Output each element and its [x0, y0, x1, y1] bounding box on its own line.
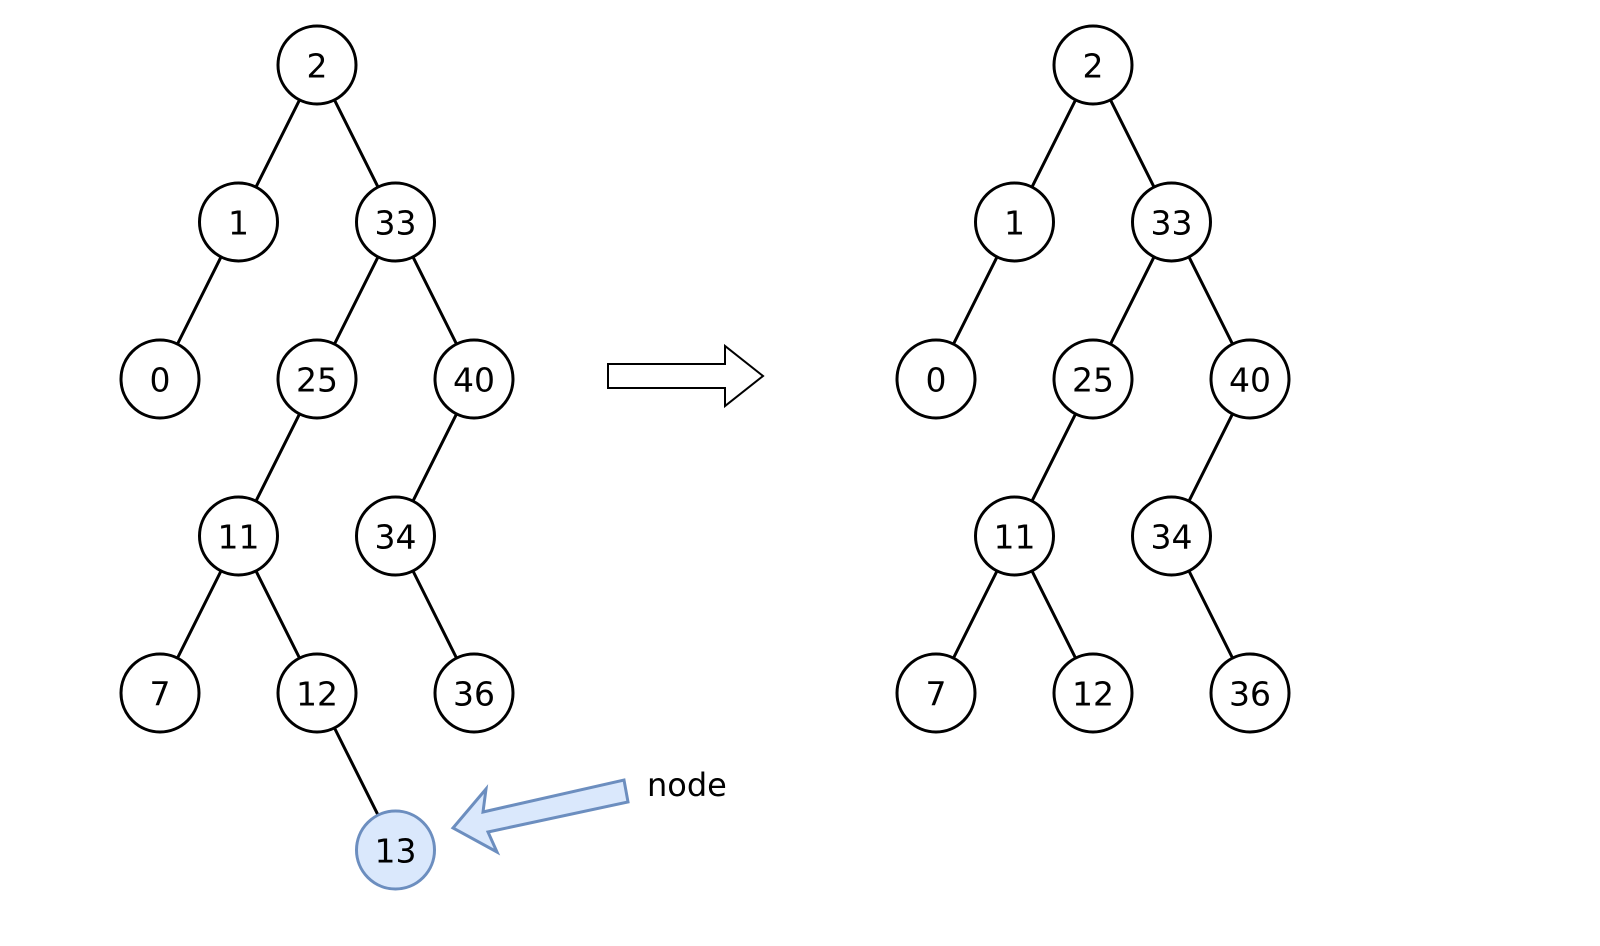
after-node-0: 0	[895, 338, 977, 420]
after-node-circle	[1052, 652, 1134, 734]
after-node-33: 33	[1131, 181, 1212, 263]
after-node-36: 36	[1209, 652, 1291, 734]
after-node-12: 12	[1052, 652, 1134, 734]
after-node-circle	[974, 495, 1055, 577]
transform-arrow	[607, 343, 765, 409]
before-node-36: 36	[433, 652, 515, 734]
before-node-label: 34	[375, 518, 417, 557]
after-node-circle	[974, 181, 1055, 263]
before-node-label: 33	[375, 204, 417, 243]
after-node-label: 11	[994, 518, 1036, 557]
before-node-circle	[355, 181, 436, 263]
before-node-label: 1	[228, 204, 249, 243]
before-node-circle	[355, 495, 436, 577]
after-node-circle	[1052, 24, 1134, 106]
after-node-label: 2	[1083, 47, 1104, 86]
before-node-25: 25	[276, 338, 358, 420]
before-node-circle	[276, 652, 358, 734]
after-node-2: 2	[1052, 24, 1134, 106]
after-node-1: 1	[974, 181, 1055, 263]
after-node-label: 33	[1151, 204, 1193, 243]
after-node-circle	[1131, 181, 1212, 263]
before-node-33: 33	[355, 181, 436, 263]
before-node-34: 34	[355, 495, 436, 577]
before-node-circle	[433, 652, 515, 734]
after-node-label: 40	[1229, 361, 1271, 400]
node-pointer-arrow	[450, 778, 630, 856]
before-node-label: 7	[150, 675, 171, 714]
before-node-circle	[355, 809, 436, 891]
after-node-circle	[895, 338, 977, 420]
after-node-34: 34	[1131, 495, 1212, 577]
before-node-13: 13	[355, 809, 436, 891]
after-node-label: 7	[926, 675, 947, 714]
after-node-circle	[1052, 338, 1134, 420]
before-node-1: 1	[198, 181, 279, 263]
before-node-2: 2	[276, 24, 358, 106]
before-node-label: 13	[375, 832, 417, 871]
before-node-40: 40	[433, 338, 515, 420]
before-node-11: 11	[198, 495, 279, 577]
before-node-circle	[276, 338, 358, 420]
after-node-label: 0	[926, 361, 947, 400]
after-node-circle	[895, 652, 977, 734]
after-node-circle	[1209, 338, 1291, 420]
node-annotation-label: node	[647, 766, 727, 804]
after-node-7: 7	[895, 652, 977, 734]
before-node-7: 7	[119, 652, 201, 734]
before-node-label: 12	[296, 675, 338, 714]
after-node-25: 25	[1052, 338, 1134, 420]
after-node-40: 40	[1209, 338, 1291, 420]
after-node-label: 1	[1004, 204, 1025, 243]
before-node-12: 12	[276, 652, 358, 734]
after-tree: 2 1 33 0 25 40 11 34 7 12 36	[895, 24, 1291, 734]
after-node-label: 36	[1229, 675, 1271, 714]
before-node-circle	[119, 338, 201, 420]
before-node-label: 11	[218, 518, 260, 557]
before-node-label: 2	[307, 47, 328, 86]
after-node-label: 12	[1072, 675, 1114, 714]
before-node-0: 0	[119, 338, 201, 420]
before-node-label: 36	[453, 675, 495, 714]
after-node-label: 34	[1151, 518, 1193, 557]
after-node-circle	[1131, 495, 1212, 577]
before-node-circle	[119, 652, 201, 734]
after-node-11: 11	[974, 495, 1055, 577]
before-node-circle	[276, 24, 358, 106]
before-node-label: 25	[296, 361, 338, 400]
before-node-circle	[198, 495, 279, 577]
before-node-label: 0	[150, 361, 171, 400]
after-node-label: 25	[1072, 361, 1114, 400]
before-node-circle	[198, 181, 279, 263]
before-tree: 2 1 33 0 25 40 11 34 7 12 36 13	[119, 24, 515, 891]
after-node-circle	[1209, 652, 1291, 734]
before-node-label: 40	[453, 361, 495, 400]
before-node-circle	[433, 338, 515, 420]
